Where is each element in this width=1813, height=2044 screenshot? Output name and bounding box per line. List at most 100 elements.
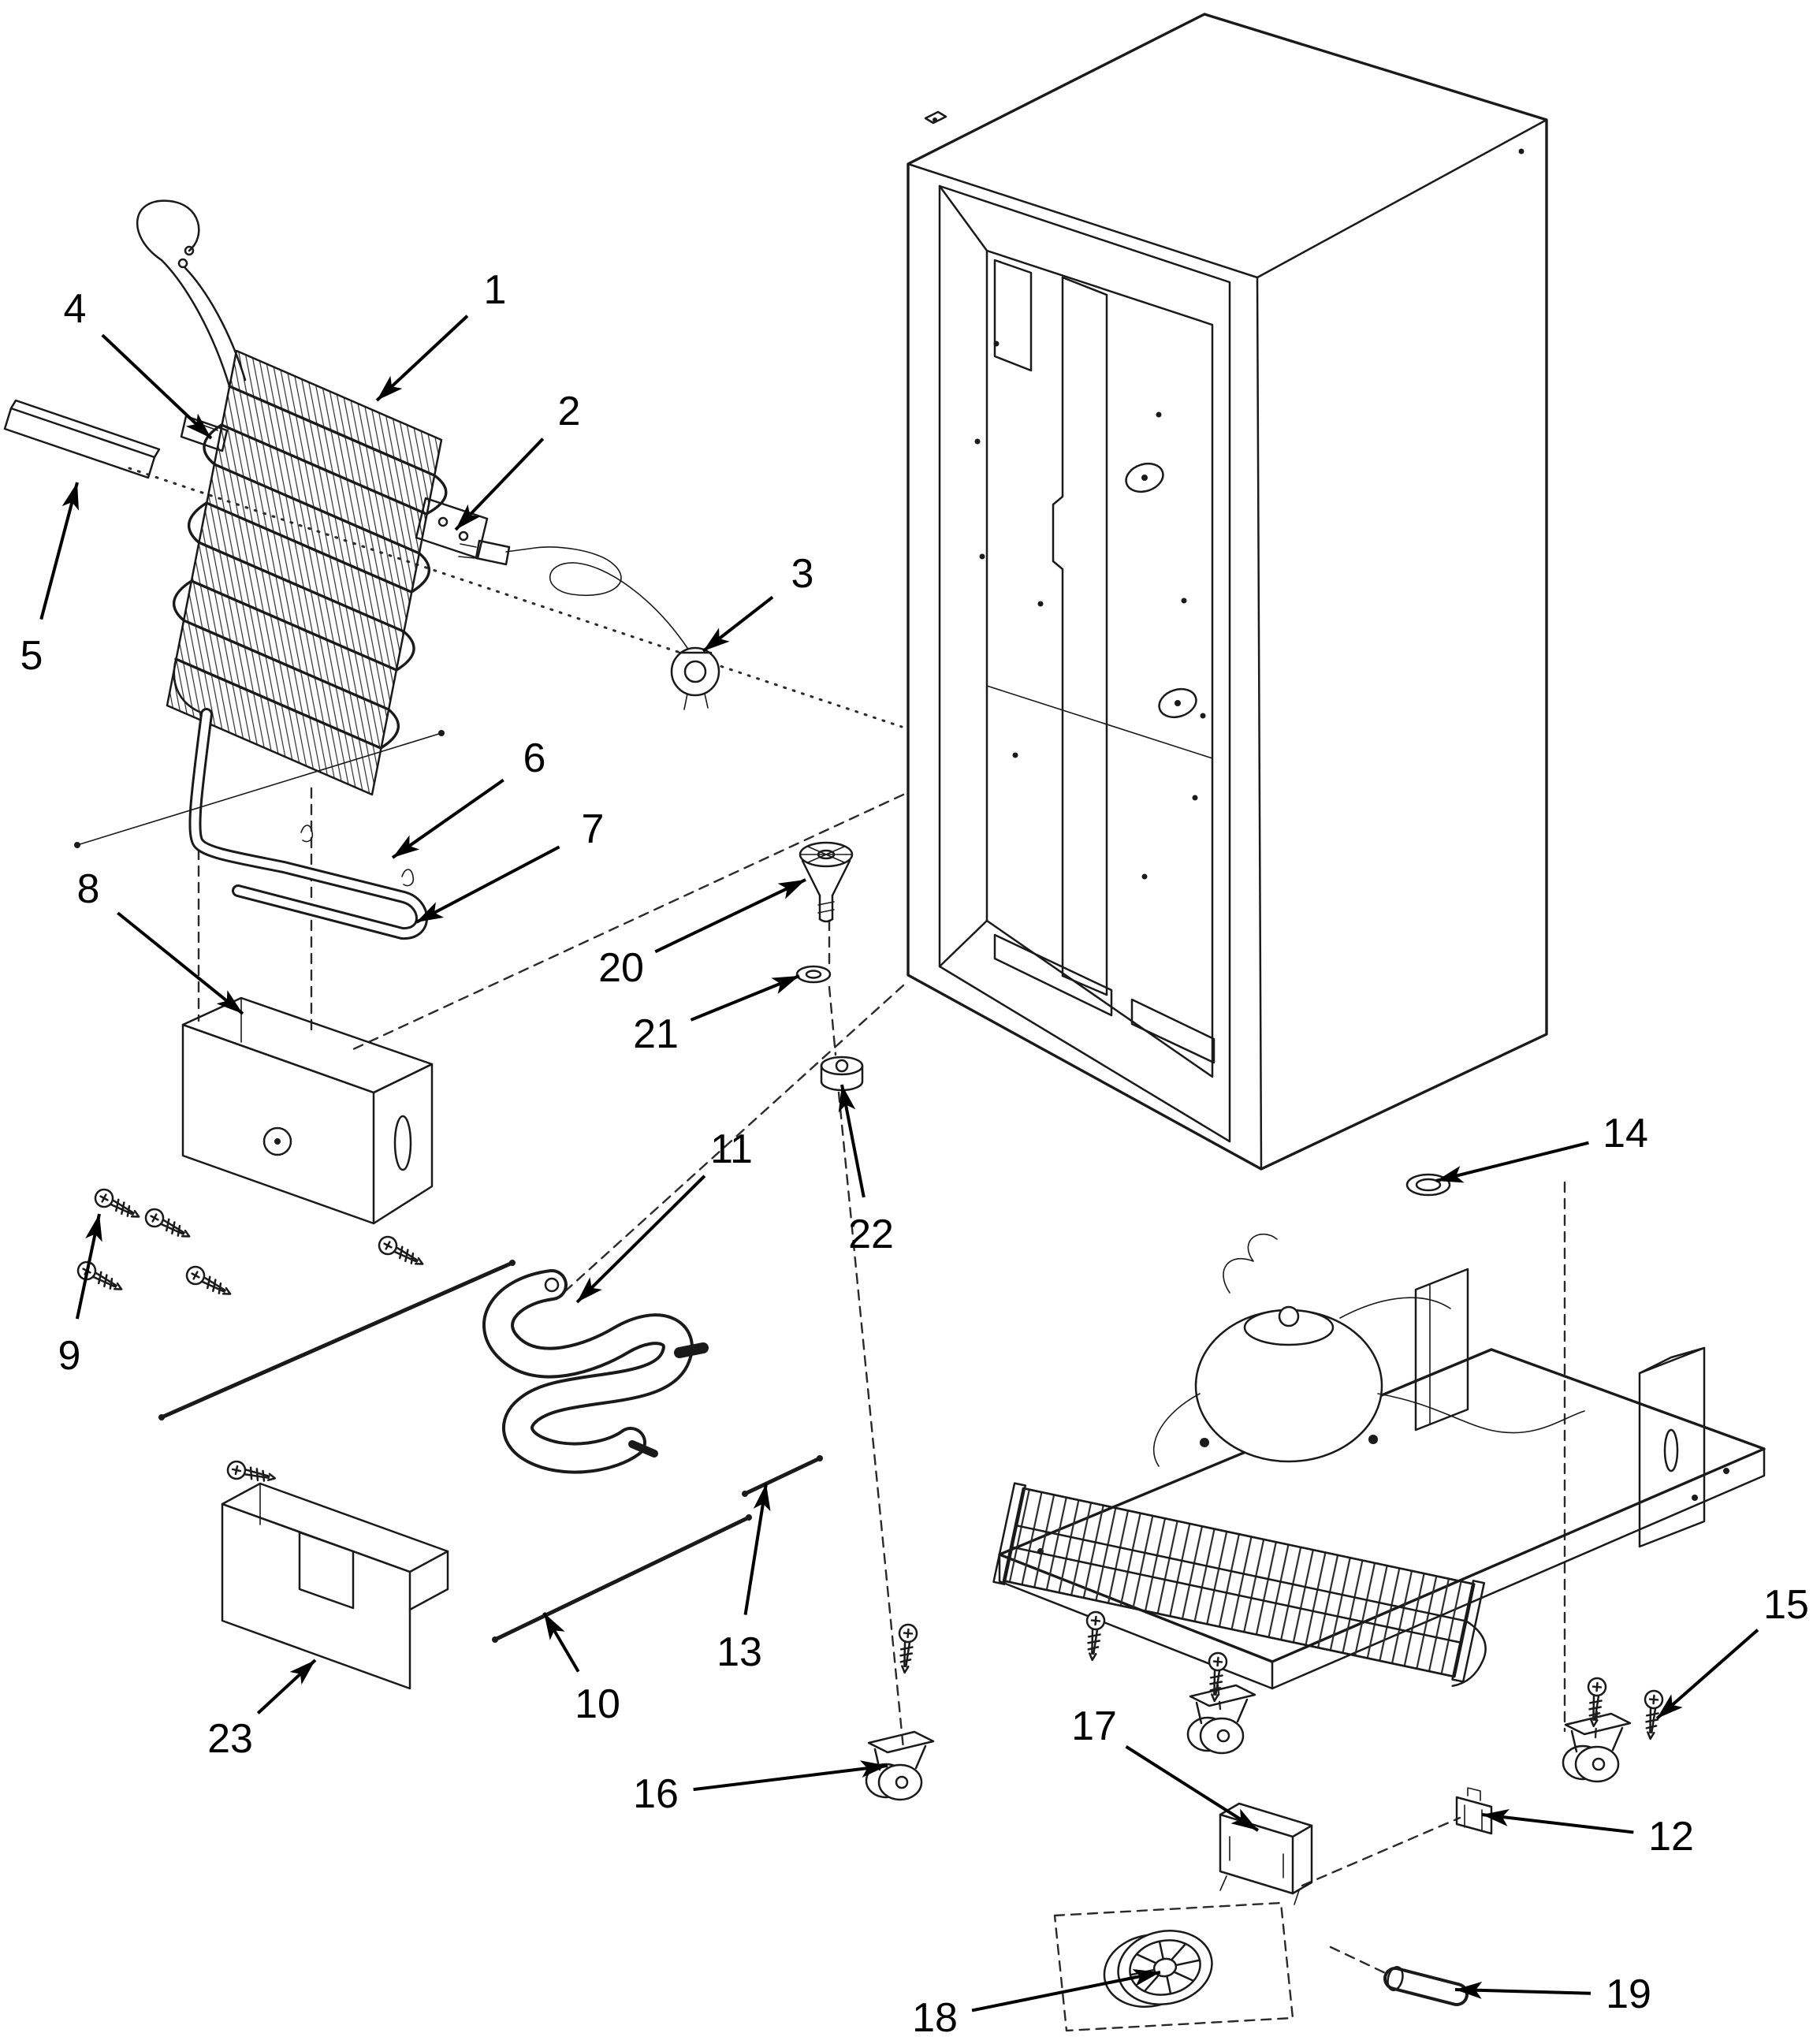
- roller-dashed-box: [1053, 1901, 1294, 2032]
- callout-9: 9: [58, 1213, 102, 1379]
- leveling-foot: [1405, 1173, 1451, 1197]
- cabinet-opening: [938, 184, 1231, 1143]
- callout-number: 23: [207, 1716, 253, 1762]
- callout-number: 20: [598, 945, 644, 991]
- callout-arrow: [117, 911, 244, 1015]
- roller-pin: [1383, 1966, 1469, 2006]
- callout-number: 1: [484, 267, 507, 313]
- callout-13: 13: [717, 1483, 771, 1675]
- drain-washer: [795, 965, 832, 984]
- trim-bar: [3, 399, 161, 479]
- callout-arrow: [1655, 1629, 1759, 1720]
- condenser-coil: [992, 1482, 1487, 1687]
- callout-19: 19: [1454, 1971, 1651, 2017]
- condenser-loop-part: [482, 1269, 709, 1474]
- callout-number: 5: [20, 633, 43, 679]
- caster-rear: [1562, 1712, 1632, 1783]
- callout-arrow: [542, 1611, 580, 1673]
- callout-arrow: [75, 1213, 102, 1320]
- callout-number: 12: [1648, 1814, 1694, 1860]
- callout-arrow: [1125, 1745, 1260, 1832]
- alignment-lines: [128, 467, 1599, 2032]
- callout-1: 1: [375, 267, 507, 402]
- callout-14: 14: [1435, 1111, 1648, 1183]
- callout-12: 12: [1481, 1809, 1694, 1860]
- bottom-slot-right: [1130, 998, 1215, 1064]
- rod-lower: [493, 1515, 751, 1642]
- callout-2: 2: [454, 389, 581, 531]
- callout-arrow: [702, 595, 774, 653]
- callout-number: 7: [582, 806, 605, 852]
- callout-17: 17: [1071, 1703, 1260, 1832]
- evaporator-cover-bracket: [181, 996, 434, 1225]
- callout-arrow: [743, 1483, 771, 1615]
- callout-18: 18: [912, 1968, 1161, 2041]
- callout-arrow: [256, 1659, 317, 1715]
- callout-number: 14: [1603, 1111, 1648, 1156]
- roller-bracket: [1219, 1802, 1313, 1905]
- callout-arrow: [654, 878, 806, 954]
- casters: [865, 1684, 1632, 1801]
- clip-part-12: [1455, 1787, 1493, 1835]
- callout-number: 13: [717, 1629, 762, 1675]
- caster-mid: [1186, 1684, 1256, 1755]
- callout-3: 3: [702, 551, 814, 653]
- callout-number: 11: [710, 1126, 753, 1172]
- callout-number: 18: [912, 1995, 958, 2041]
- callout-number: 16: [633, 1771, 679, 1817]
- callout-8: 8: [77, 866, 244, 1015]
- callout-15: 15: [1655, 1582, 1809, 1720]
- defrost-thermostat: [458, 539, 720, 710]
- callout-22: 22: [838, 1084, 894, 1257]
- callout-number: 3: [791, 551, 814, 597]
- top-hinge-mark: [924, 110, 947, 125]
- callout-arrow: [1481, 1809, 1634, 1834]
- callout-arrow: [391, 778, 504, 859]
- compressor: [1152, 1233, 1585, 1467]
- callout-6: 6: [391, 735, 546, 859]
- callout-number: 9: [58, 1333, 81, 1379]
- mounting-screws-9: [73, 1185, 428, 1488]
- callout-number: 19: [1606, 1971, 1651, 2017]
- rod-short: [743, 1456, 822, 1496]
- callout-number: 17: [1071, 1703, 1117, 1749]
- callout-23: 23: [207, 1659, 317, 1762]
- callout-21: 21: [633, 974, 800, 1057]
- rods: [74, 730, 823, 1643]
- cabinet-back-wall: [985, 249, 1214, 1078]
- roller-wheel: [1103, 1930, 1213, 2009]
- callout-arrow: [1435, 1141, 1589, 1183]
- callout-arrow: [101, 333, 213, 440]
- callout-7: 7: [415, 806, 605, 924]
- callout-number: 8: [77, 866, 100, 912]
- callout-arrow: [415, 845, 560, 924]
- cabinet: [906, 13, 1548, 1171]
- thermostat-connector: [475, 539, 511, 566]
- callout-20: 20: [598, 878, 806, 991]
- divider-grommets: [1125, 462, 1197, 719]
- callout-number: 6: [523, 735, 546, 781]
- callout-arrow: [375, 315, 469, 402]
- right-bracket: [1638, 1346, 1706, 1548]
- callout-number: 22: [848, 1212, 894, 1257]
- callout-arrow: [693, 1760, 888, 1792]
- callout-arrow: [575, 1175, 706, 1304]
- callout-5: 5: [20, 482, 79, 679]
- callout-arrow: [454, 437, 545, 531]
- bottom-slot-left: [993, 933, 1113, 1017]
- callout-11: 11: [575, 1126, 753, 1304]
- tube-clips: [300, 825, 415, 887]
- cabinet-center-divider: [1052, 276, 1108, 996]
- callout-number: 4: [64, 286, 87, 332]
- callout-number: 2: [558, 389, 581, 434]
- cabinet-screw-marks: [974, 148, 1524, 880]
- callout-arrow: [690, 974, 800, 1022]
- callout-arrow: [1454, 1981, 1591, 1999]
- callout-arrow: [39, 482, 79, 620]
- rod-upper: [159, 1260, 515, 1420]
- evaporator-tube-rows: [172, 385, 448, 750]
- callout-number: 15: [1763, 1582, 1809, 1628]
